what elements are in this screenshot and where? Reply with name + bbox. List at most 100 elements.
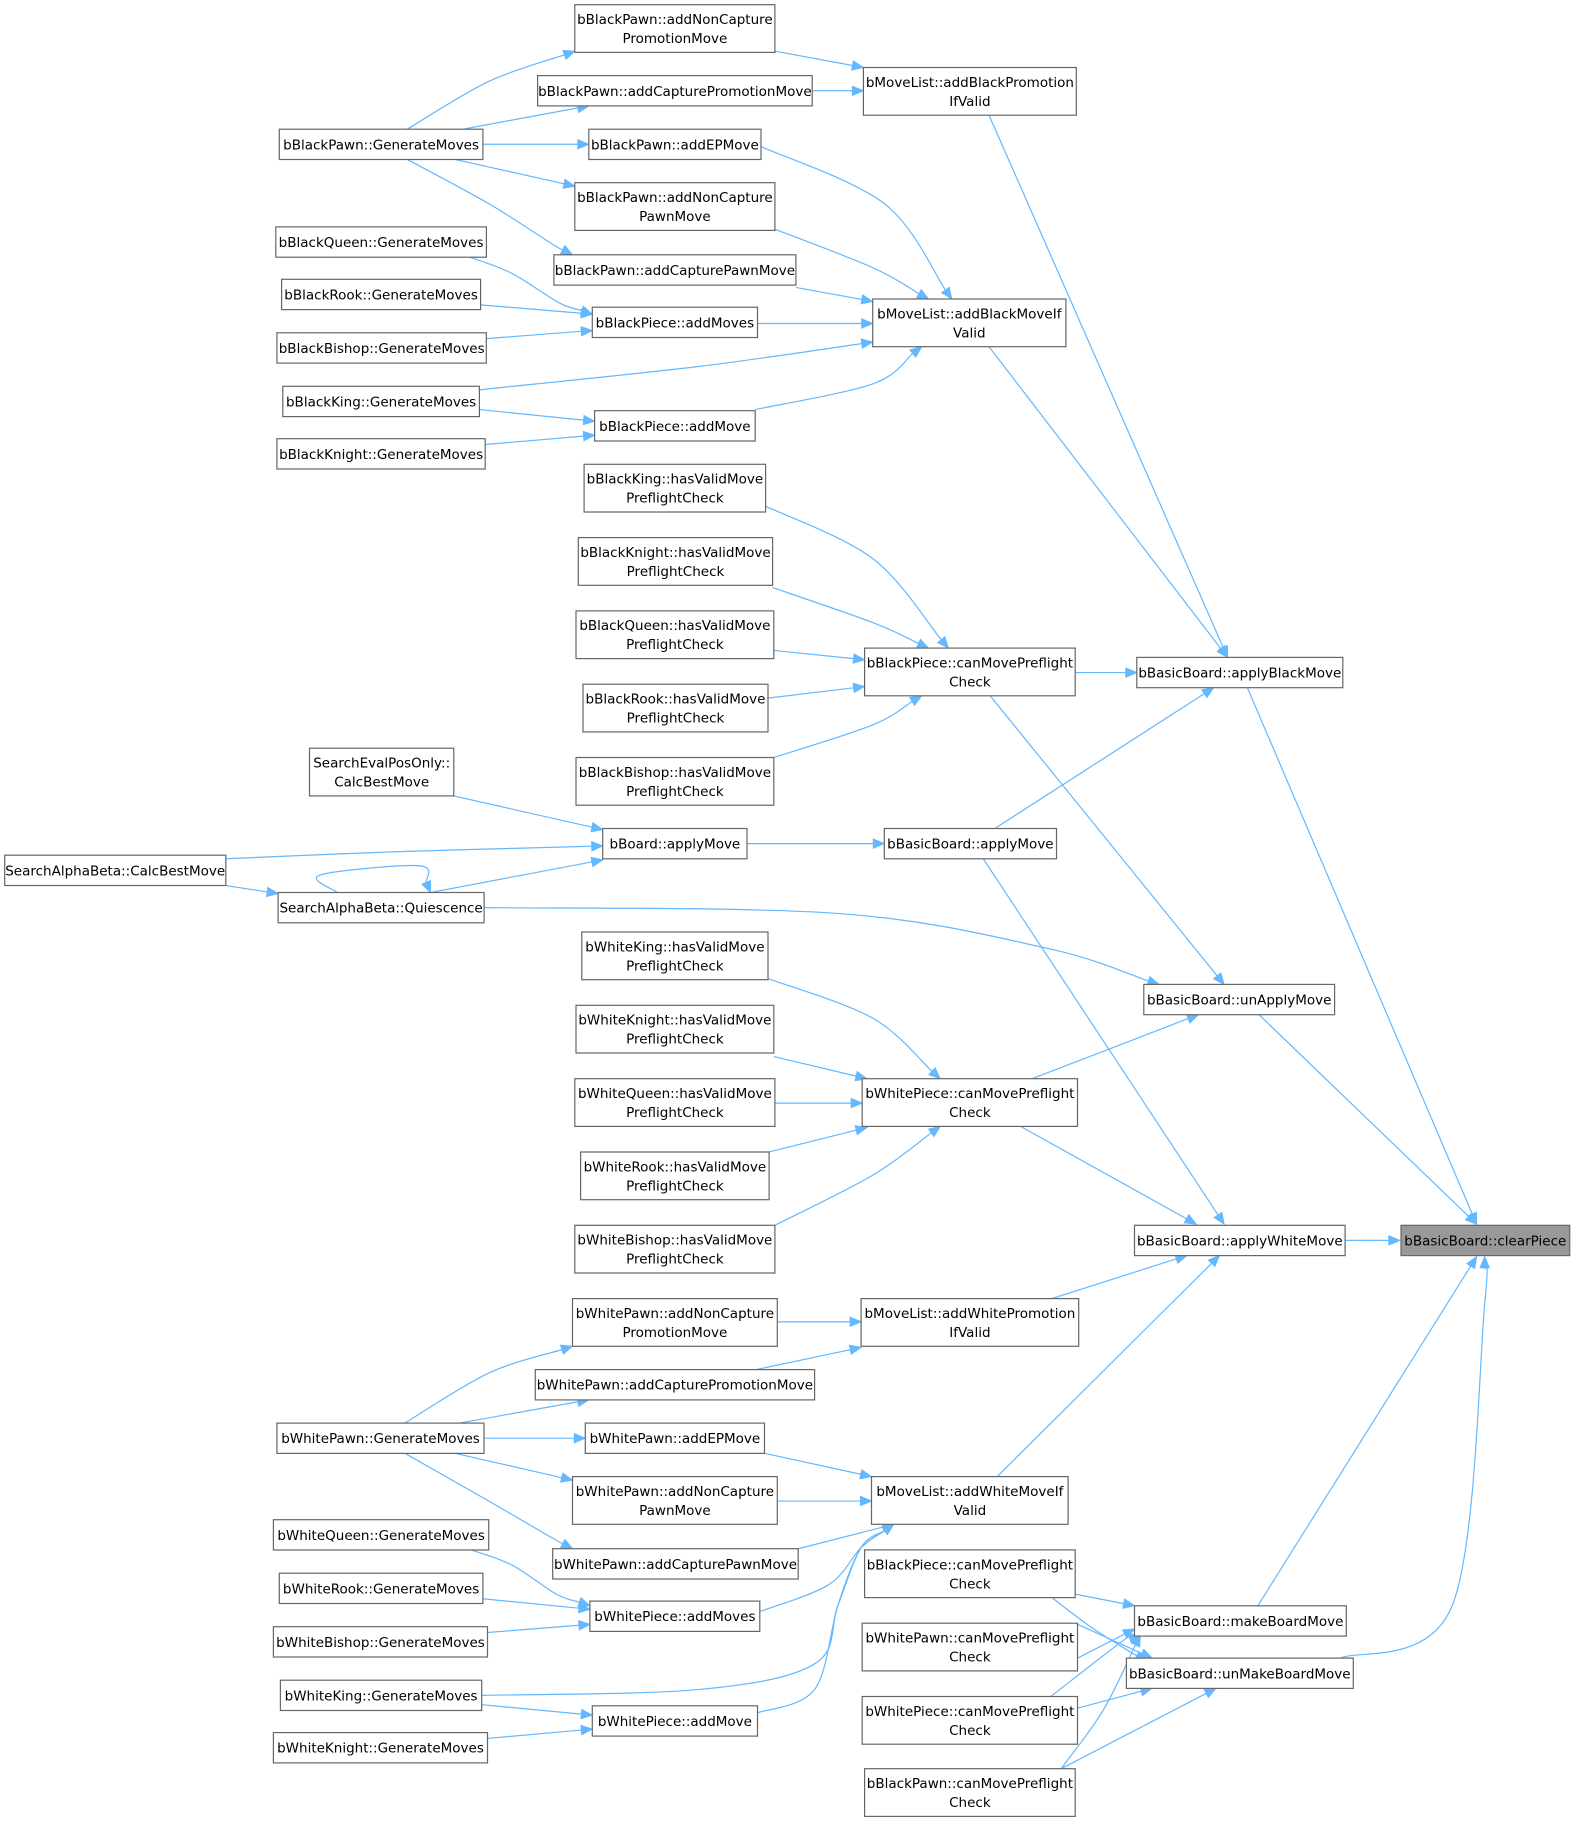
- arrowhead-icon: [1183, 1213, 1198, 1225]
- arrowhead-icon: [1203, 1687, 1218, 1699]
- node-unMakeBoardMove[interactable]: bBasicBoard::unMakeBoardMove: [1125, 1657, 1354, 1689]
- edge-bBishopHasValid-to-bBlackPieceCanMove: [773, 695, 923, 759]
- node-bBasicApplyMove[interactable]: bBasicBoard::applyMove: [883, 827, 1058, 860]
- node-evalCalcBest[interactable]: SearchEvalPosOnly::CalcBestMove: [308, 747, 455, 797]
- node-applyBlackMove[interactable]: bBasicBoard::applyBlackMove: [1136, 656, 1344, 689]
- node-label: bBasicBoard::applyWhiteMove: [1137, 1233, 1343, 1249]
- node-bpAddEPMove[interactable]: bBlackPawn::addEPMove: [588, 128, 762, 161]
- node-wpAddCapturePawn[interactable]: bWhitePawn::addCapturePawnMove: [552, 1548, 799, 1580]
- node-bPieceAddMoves[interactable]: bBlackPiece::addMoves: [591, 306, 759, 339]
- edge-bKingHasValid-to-bBlackPieceCanMove: [765, 505, 950, 650]
- arrowhead-icon: [852, 682, 866, 694]
- node-wpAddEPMove[interactable]: bWhitePawn::addEPMove: [584, 1422, 766, 1454]
- node-label: PreflightCheck: [627, 711, 725, 727]
- node-bKnightGen[interactable]: bBlackKnight::GenerateMoves: [276, 438, 486, 470]
- node-wPieceAddMoves[interactable]: bWhitePiece::addMoves: [589, 1600, 761, 1632]
- node-bQueenGen[interactable]: bBlackQueen::GenerateMoves: [275, 226, 487, 258]
- node-label: bWhiteQueen::GenerateMoves: [277, 1528, 485, 1544]
- node-label: bWhiteKing::hasValidMove: [585, 939, 764, 955]
- node-box: [1143, 983, 1336, 1016]
- node-bRookGen[interactable]: bBlackRook::GenerateMoves: [281, 278, 482, 311]
- edge-line: [454, 158, 565, 185]
- node-bPawnGen[interactable]: bBlackPawn::GenerateMoves: [278, 128, 484, 161]
- edge-line: [994, 693, 1205, 829]
- node-applyWhiteMove[interactable]: bBasicBoard::applyWhiteMove: [1133, 1224, 1346, 1257]
- node-wpAddCapturePromotion[interactable]: bWhitePawn::addCapturePromotionMove: [534, 1368, 816, 1401]
- arrowhead-icon: [1130, 1633, 1141, 1648]
- node-makeBoardMove[interactable]: bBasicBoard::makeBoardMove: [1133, 1605, 1347, 1637]
- arrowhead-icon: [559, 244, 574, 256]
- arrowhead-icon: [915, 288, 930, 300]
- arrowhead-icon: [859, 1468, 873, 1480]
- edge-line: [1246, 687, 1473, 1215]
- arrowhead-icon: [936, 635, 950, 650]
- edge-bpAddCapturePromotion-to-addBlackPromotionIfValid: [812, 85, 865, 97]
- edge-unApplyMove-to-clearPiece: [1258, 1014, 1478, 1225]
- node-label: PreflightCheck: [626, 1178, 724, 1194]
- node-wRookGen[interactable]: bWhiteRook::GenerateMoves: [278, 1572, 484, 1605]
- node-bpAddCapturePawn[interactable]: bBlackPawn::addCapturePawnMove: [553, 254, 797, 286]
- node-wKnightGen[interactable]: bWhiteKnight::GenerateMoves: [272, 1731, 489, 1764]
- edge-line: [772, 587, 919, 645]
- edge-bPawnGen-to-bpAddNonCapturePromotion: [406, 49, 577, 130]
- node-bKingGen[interactable]: bBlackKing::GenerateMoves: [282, 385, 480, 418]
- arrowhead-icon: [1388, 1235, 1402, 1246]
- node-wPawnGen[interactable]: bWhitePawn::GenerateMoves: [276, 1422, 485, 1454]
- edge-wKingGen-to-wPieceAddMove: [481, 1704, 594, 1720]
- node-label: bWhiteRook::hasValidMove: [584, 1159, 767, 1175]
- edge-line: [487, 1729, 582, 1740]
- node-wBishopGen[interactable]: bWhiteBishop::GenerateMoves: [272, 1626, 489, 1658]
- node-label: bBlackPiece::addMoves: [596, 315, 754, 331]
- node-box: [272, 1626, 489, 1658]
- edge-abCalcBest-to-quiescence: [225, 884, 280, 898]
- edge-line: [1077, 1690, 1142, 1709]
- node-label: bBlackBishop::GenerateMoves: [279, 341, 485, 357]
- node-bBishopGen[interactable]: bBlackBishop::GenerateMoves: [276, 332, 487, 364]
- node-wPieceAddMove[interactable]: bWhitePiece::addMove: [591, 1705, 759, 1737]
- node-bPieceAddMove[interactable]: bBlackPiece::addMove: [593, 410, 756, 442]
- arrowhead-icon: [560, 1472, 574, 1483]
- node-label: Check: [949, 675, 991, 691]
- node-bBoardApplyMove[interactable]: bBoard::applyMove: [602, 827, 748, 860]
- node-quiescence[interactable]: SearchAlphaBeta::Quiescence: [277, 891, 485, 924]
- node-box: [863, 1549, 1076, 1599]
- arrowhead-icon: [577, 1602, 592, 1614]
- node-label: SearchAlphaBeta::Quiescence: [279, 901, 482, 917]
- node-label: PreflightCheck: [626, 1105, 724, 1121]
- node-unApplyMove[interactable]: bBasicBoard::unApplyMove: [1143, 983, 1336, 1016]
- node-clearPiece[interactable]: bBasicBoard::clearPiece: [1400, 1224, 1571, 1257]
- edge-line: [988, 346, 1222, 650]
- node-wQueenGen[interactable]: bWhiteQueen::GenerateMoves: [272, 1519, 490, 1551]
- edge-bRookHasValid-to-bBlackPieceCanMove: [767, 682, 866, 699]
- node-bpAddCapturePromotion[interactable]: bBlackPawn::addCapturePromotionMove: [536, 74, 813, 107]
- node-abCalcBest[interactable]: SearchAlphaBeta::CalcBestMove: [4, 854, 227, 887]
- edges-layer: [225, 49, 1491, 1770]
- node-label: bBlackPawn::addEPMove: [591, 137, 759, 153]
- node-wKingGen[interactable]: bWhiteKing::GenerateMoves: [279, 1679, 483, 1712]
- edge-line: [482, 1598, 580, 1609]
